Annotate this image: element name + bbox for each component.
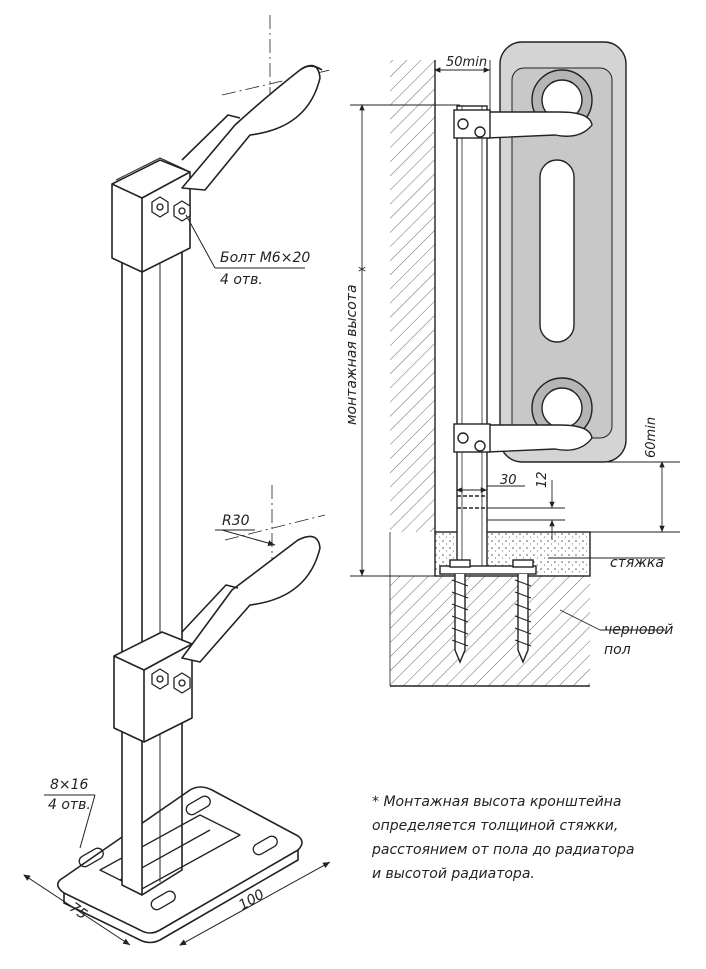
slot-holes-label: 4 отв. — [48, 797, 91, 813]
note-line-1: * Монтажная высота кронштейна — [372, 794, 622, 810]
section-base-anchors — [439, 559, 537, 664]
screed-label: стяжка — [610, 555, 664, 571]
dim-50min-label: 50min — [446, 55, 487, 70]
top-hook-arm — [181, 64, 323, 191]
bolt-holes-label: 4 отв. — [220, 272, 263, 288]
wall-hatch — [390, 60, 435, 532]
dim-12-label: 12 — [535, 471, 550, 488]
slot-size-label: 8×16 — [50, 777, 89, 793]
section-hooks — [453, 109, 593, 453]
subfloor-label-line2: пол — [604, 642, 631, 658]
note-line-2: определяется толщиной стяжки, — [372, 818, 619, 834]
mount-height-asterisk: * — [358, 262, 366, 281]
subfloor-label-line1: черновой — [604, 622, 673, 638]
section-view — [350, 41, 680, 687]
leader-lines — [23, 214, 331, 946]
note-line-4: и высотой радиатора. — [372, 866, 535, 882]
isometric-bracket — [23, 15, 331, 946]
dim-60min-label: 60min — [644, 417, 659, 458]
length-dim-label: 100 — [236, 887, 267, 914]
lower-clamp — [113, 631, 193, 743]
dim-30-label: 30 — [500, 473, 517, 488]
mount-height-label: монтажная высота — [344, 284, 360, 425]
vertical-post — [121, 169, 183, 896]
radiator-section — [499, 41, 627, 463]
subfloor-hatch — [390, 576, 590, 686]
bolt-label: Болт М6×20 — [220, 250, 310, 266]
section-post — [456, 105, 488, 569]
section-dimensions — [350, 60, 680, 631]
base-plate — [56, 786, 303, 944]
top-clamp — [111, 157, 191, 273]
mounting-height-note: * Монтажная высота кронштейна определяет… — [372, 790, 692, 886]
lower-hook-arm — [181, 535, 321, 663]
radius-label: R30 — [222, 513, 250, 529]
note-line-3: расстоянием от пола до радиатора — [372, 842, 635, 858]
lower-bolts — [151, 668, 191, 694]
